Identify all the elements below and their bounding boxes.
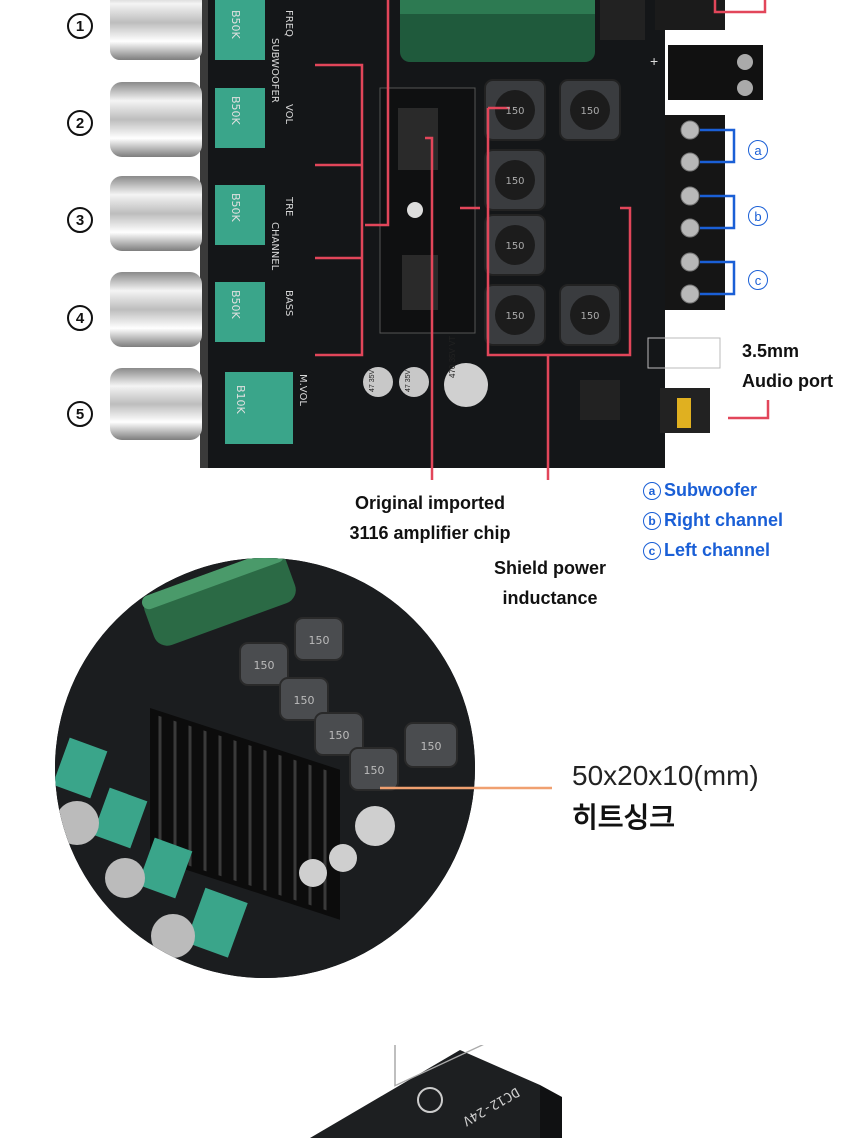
legend-item-right-channel: b Right channel xyxy=(643,510,783,531)
heatsink-photo: 150 150 150 150 150 150 xyxy=(55,558,475,978)
amplifier-board-illustration: + xyxy=(110,0,770,540)
inductance-label-line-1: Shield power xyxy=(493,558,607,578)
knob-number-5: 5 xyxy=(67,401,93,427)
amplifier-board-section: + xyxy=(0,0,860,540)
terminal-letter-a: a xyxy=(748,140,768,160)
legend-letter-a: a xyxy=(643,481,661,500)
pot-4-label: B50K xyxy=(229,290,242,320)
legend-item-left-channel: c Left channel xyxy=(643,540,770,561)
legend-letter-c: c xyxy=(643,541,661,560)
knob-number-3: 3 xyxy=(67,207,93,233)
pot-3-label: B50K xyxy=(229,193,242,223)
legend-text-subwoofer: Subwoofer xyxy=(664,480,757,500)
pot-5-label: B10K xyxy=(234,385,247,415)
photo-inductor-label-6: 150 xyxy=(421,740,442,753)
legend-text-left-channel: Left channel xyxy=(664,540,771,560)
svg-text:150: 150 xyxy=(505,241,524,252)
heatsink-size-label: 50x20x10(mm) xyxy=(572,760,759,791)
svg-text:150: 150 xyxy=(505,311,524,322)
svg-text:150: 150 xyxy=(505,176,524,187)
heatsink-callout-line xyxy=(380,786,552,790)
photo-capacitor xyxy=(141,558,296,646)
silk-freq: FREQ xyxy=(283,10,294,37)
device-enclosure: DC12-24V xyxy=(310,1045,562,1138)
knobs xyxy=(110,0,202,440)
small-cap-1-text: 47 35V xyxy=(369,369,376,392)
legend-text-right-channel: Right channel xyxy=(664,510,784,530)
red-callout-lines xyxy=(315,0,770,540)
svg-text:150: 150 xyxy=(505,106,524,117)
terminal-letter-c: c xyxy=(748,270,768,290)
audio-port-label: 3.5mm Audio port xyxy=(742,341,833,391)
terminal-letter-b: b xyxy=(748,206,768,226)
small-cap-2-text: 47 35V xyxy=(405,369,412,392)
knob-number-4: 4 xyxy=(67,305,93,331)
heatsink-label: 히트싱크 xyxy=(572,801,676,834)
silk-subwoofer: SUBWOOFER xyxy=(269,38,280,103)
silk-mvol: M.VOL xyxy=(297,374,308,406)
svg-text:150: 150 xyxy=(580,311,599,322)
photo-potentiometers xyxy=(55,737,248,958)
knob-number-1: 1 xyxy=(67,13,93,39)
main-capacitor xyxy=(400,0,595,62)
silk-screen-labels: FREQ SUBWOOFER VOL TRE CHANNEL BASS M.VO… xyxy=(269,10,308,406)
pot-2-label: B50K xyxy=(229,96,242,126)
pot-labels: B50K B50K B50K B50K B10K xyxy=(229,10,247,415)
photo-inductor-label-4: 150 xyxy=(329,729,350,742)
knob-number-2: 2 xyxy=(67,110,93,136)
photo-inductor-label-1: 150 xyxy=(254,659,275,672)
speaker-terminals xyxy=(665,115,725,310)
big-cap-text: 470 35V VT xyxy=(448,336,457,378)
photo-inductor-label-5: 150 xyxy=(364,764,385,777)
svg-text:150: 150 xyxy=(580,106,599,117)
silk-vol: VOL xyxy=(283,104,294,125)
silk-channel: CHANNEL xyxy=(269,222,280,271)
svg-text:+: + xyxy=(650,53,658,69)
photo-inductors xyxy=(239,617,458,791)
legend-letter-b: b xyxy=(643,511,661,530)
photo-inductor-label-3: 150 xyxy=(294,694,315,707)
chip-label-line-2: 3116 amplifier chip xyxy=(349,523,511,543)
inductance-label: Shield power inductance xyxy=(470,553,630,613)
inductance-label-line-2: inductance xyxy=(502,588,598,608)
terminal-brackets xyxy=(700,128,736,296)
legend-item-subwoofer: a Subwoofer xyxy=(643,480,757,501)
pot-1-label: B50K xyxy=(229,10,242,40)
chip-label: Original imported 3116 amplifier chip xyxy=(330,488,530,548)
silk-bass: BASS xyxy=(283,290,294,316)
inductor-labels: 150 150 150 150 150 150 xyxy=(505,106,599,322)
potentiometers xyxy=(215,0,293,444)
small-capacitors xyxy=(363,363,488,407)
silk-tre: TRE xyxy=(283,196,294,216)
chip-label-line-1: Original imported xyxy=(354,493,505,513)
photo-inductor-label-2: 150 xyxy=(309,634,330,647)
